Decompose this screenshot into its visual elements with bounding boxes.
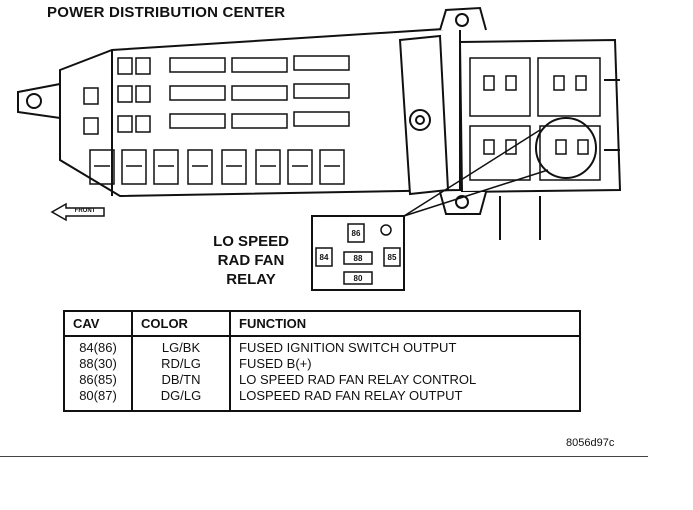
front-label: FRONT [74,208,96,214]
diagram-title: POWER DISTRIBUTION CENTER [47,4,286,21]
relay-title-line-1: LO SPEED [213,233,289,250]
header-color: COLOR [131,310,231,337]
relay-pin-80: 80 [353,274,363,283]
color-value: DB/TN [161,372,201,387]
relay-pin-86: 86 [351,229,361,238]
relay-title-line-3: RELAY [226,271,276,288]
relay-pin-84: 84 [319,253,329,262]
header-function: FUNCTION [229,310,581,337]
relay-callout-label: LO SPEED RAD FAN RELAY [196,232,306,289]
color-value: DG/LG [160,388,202,403]
cav-value: 84(86) [79,340,117,355]
cav-column: 84(86) 88(30) 86(85) 80(87) [63,336,133,412]
cav-value: 80(87) [79,388,117,403]
function-value: LO SPEED RAD FAN RELAY CONTROL [239,372,477,387]
figure-code: 8056d97c [566,437,615,449]
relay-pin-85: 85 [387,253,397,262]
header-cav: CAV [63,310,133,337]
cav-value: 86(85) [79,372,117,387]
color-value: RD/LG [161,356,201,371]
bottom-divider [0,456,648,457]
table-row: 84(86) 88(30) 86(85) 80(87) LG/BK RD/LG … [63,336,581,412]
color-column: LG/BK RD/LG DB/TN DG/LG [131,336,231,412]
relay-title-line-2: RAD FAN [217,252,285,269]
function-value: FUSED B(+) [239,356,312,371]
cavity-table: CAV COLOR FUNCTION 84(86) 88(30) 86(85) … [63,310,581,412]
cav-value: 88(30) [79,356,117,371]
color-value: LG/BK [161,340,201,355]
function-value: FUSED IGNITION SWITCH OUTPUT [239,340,457,355]
function-value: LOSPEED RAD FAN RELAY OUTPUT [239,388,463,403]
relay-pin-88: 88 [353,254,363,263]
function-column: FUSED IGNITION SWITCH OUTPUT FUSED B(+) … [229,336,581,412]
table-header-row: CAV COLOR FUNCTION [63,310,581,337]
